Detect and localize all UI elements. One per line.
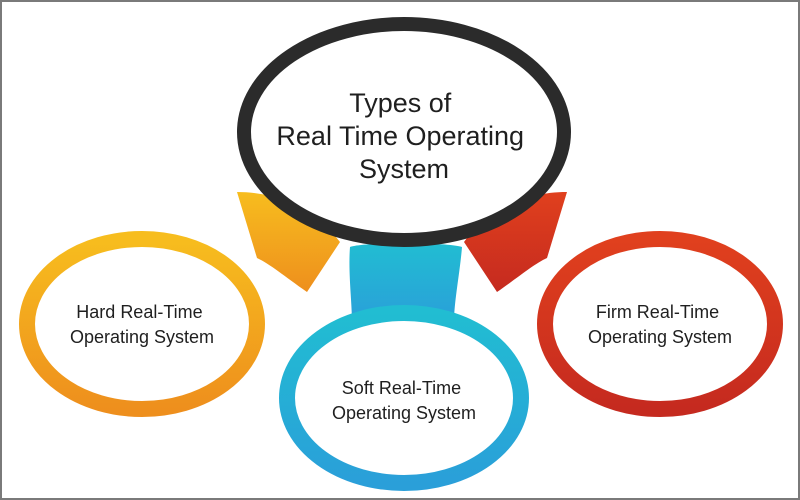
connector-soft (349, 243, 462, 322)
node-label-firm-line-1: Firm Real-Time (596, 302, 719, 322)
center-title: Types of Real Time Operating System (276, 88, 531, 184)
node-ring-firm (537, 231, 783, 417)
node-label-soft-line-1: Soft Real-Time (342, 378, 461, 398)
node-label-firm-line-2: Operating System (588, 327, 732, 347)
node-label-soft: Soft Real-Time Operating System (332, 378, 476, 423)
node-ring-soft (279, 305, 529, 491)
node-label-firm: Firm Real-Time Operating System (588, 302, 732, 347)
node-label-hard-line-1: Hard Real-Time (76, 302, 202, 322)
node-ring-hard (19, 231, 265, 417)
node-label-hard: Hard Real-Time Operating System (70, 302, 214, 347)
center-title-line-1: Types of (349, 88, 452, 118)
node-label-hard-line-2: Operating System (70, 327, 214, 347)
node-label-soft-line-2: Operating System (332, 403, 476, 423)
center-title-line-3: System (359, 154, 449, 184)
center-ring (237, 17, 571, 247)
center-title-line-2: Real Time Operating (276, 121, 524, 151)
